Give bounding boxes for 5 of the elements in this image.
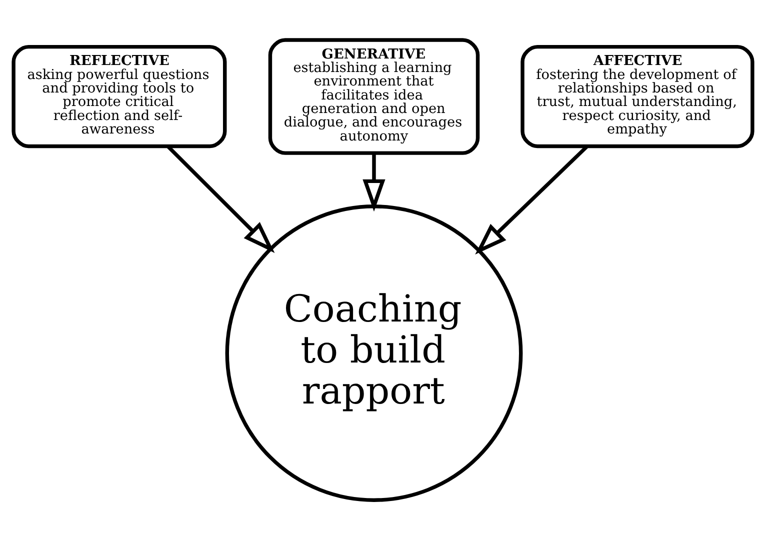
node-box: GENERATIVE establishing a learning environment that facilitates idea generation and open dialogue, and encourages autonomy (268, 38, 480, 154)
arrow (362, 152, 386, 212)
node-box: REFLECTIVE asking powerful questions and providing tools to promote critical reflection and self-awareness (12, 44, 227, 148)
node-box: AFFECTIVE fostering the development of relationships based on trust, mutual understanding, respect curiosity, and empathy (520, 44, 754, 148)
node-circle: Coaching to build rapport (225, 204, 523, 502)
